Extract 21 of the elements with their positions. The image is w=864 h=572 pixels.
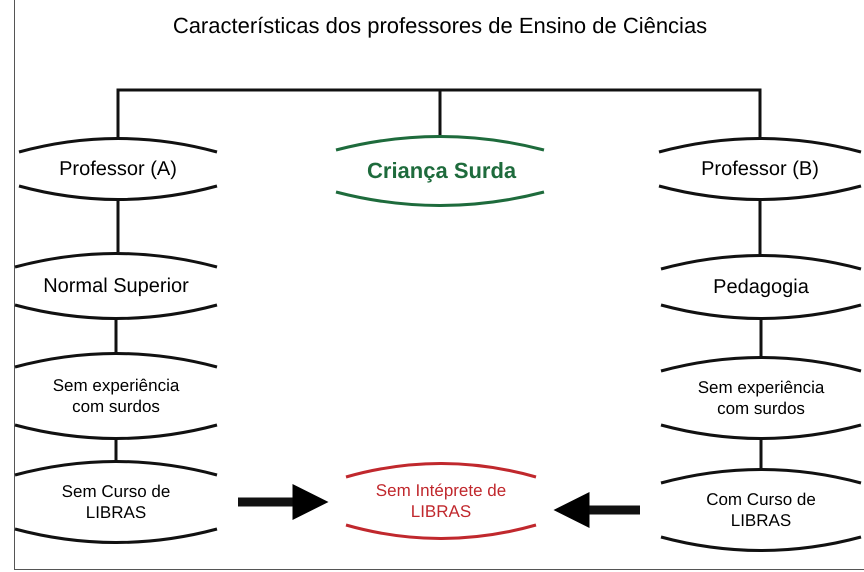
- connector-line: [758, 201, 762, 254]
- node-label: Normal Superior: [42, 274, 190, 298]
- node-label: Sem experiência com surdos: [52, 374, 180, 418]
- connector-line: [760, 320, 762, 356]
- node-label: Sem Curso de LIBRAS: [60, 480, 172, 524]
- node-label: Professor (B): [700, 156, 820, 182]
- connector-line: [760, 440, 762, 468]
- node-label: Com Curso de LIBRAS: [705, 488, 817, 532]
- diagram-title: Características dos professores de Ensino de Ciências: [172, 12, 708, 40]
- connector-line: [438, 88, 762, 137]
- arrow: [238, 484, 328, 520]
- node-label: Pedagogia: [712, 274, 810, 300]
- node-label: Sem Intéprete de LIBRAS: [374, 480, 508, 522]
- node-label: Professor (A): [58, 156, 178, 182]
- connector-line: [114, 440, 118, 460]
- connector-line: [116, 201, 120, 252]
- node-label: Criança Surda: [366, 157, 518, 185]
- node-label: Sem experiência com surdos: [696, 376, 826, 420]
- connector-line: [114, 320, 118, 352]
- connector-line: [116, 88, 442, 137]
- arrow: [554, 492, 640, 528]
